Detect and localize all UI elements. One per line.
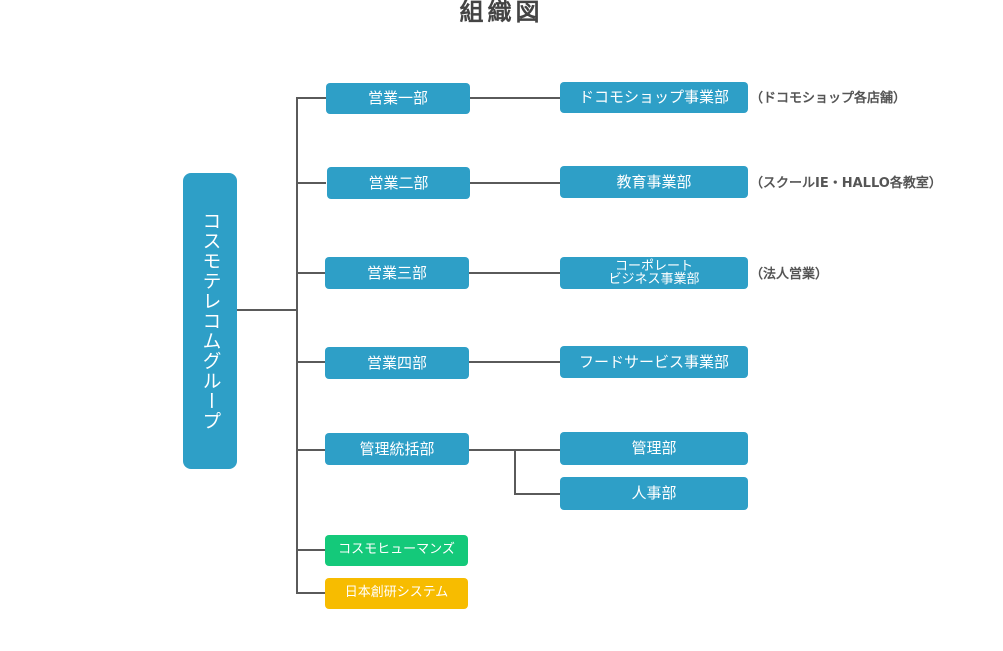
division-node-food-service: フードサービス事業部 (560, 346, 748, 378)
dept3-to-division (469, 272, 560, 274)
dept4-to-division (469, 361, 560, 363)
branch-dept-6 (296, 549, 326, 551)
dept-label-sales-3: 営業三部 (366, 263, 427, 282)
dept1-to-division (469, 97, 560, 99)
branch-dept-7 (296, 592, 326, 594)
division-label-admin: 管理部 (631, 439, 677, 458)
division-note-education: （スクールIE・HALLO各教室） (750, 176, 942, 191)
dept-label-nihon-soken: 日本創研システム (344, 585, 449, 601)
division-label-docomo-shop: ドコモショップ事業部 (578, 88, 729, 107)
dept-node-admin-control: 管理統括部 (325, 433, 469, 465)
dept-node-nihon-soken: 日本創研システム (325, 578, 468, 609)
division-note-corporate-business: （法人営業） (750, 267, 829, 282)
page-title: 組織図 (459, 0, 544, 26)
branch-dept-1 (296, 97, 326, 99)
dept5-to-hr (514, 493, 560, 495)
division-label-food-service: フードサービス事業部 (578, 352, 729, 371)
dept-node-sales-2: 営業二部 (327, 167, 470, 199)
division-node-education: 教育事業部 (560, 166, 748, 198)
dept-label-admin-control: 管理統括部 (359, 439, 435, 458)
division-label-education: 教育事業部 (616, 172, 692, 191)
division-note-docomo-shop: （ドコモショップ各店舗） (750, 91, 907, 106)
division-label-corporate-business-line-1: コーポレート (614, 259, 693, 274)
dept-label-cosmo-humans: コスモヒューマンズ (338, 542, 455, 558)
main-trunk (296, 97, 298, 594)
division-label-corporate-business: コーポレート ビジネス事業部 (608, 260, 699, 286)
root-node: コスモテレコムグループ (183, 173, 237, 469)
dept5-to-admin (514, 449, 560, 451)
dept-node-sales-4: 営業四部 (325, 347, 469, 379)
dept2-to-division (469, 182, 560, 184)
dept-node-sales-3: 営業三部 (325, 257, 469, 289)
dept-label-sales-2: 営業二部 (368, 173, 429, 192)
branch-dept-4 (296, 361, 326, 363)
branch-dept-5 (296, 449, 326, 451)
dept-label-sales-1: 営業一部 (367, 89, 428, 108)
division-label-hr: 人事部 (631, 484, 677, 503)
division-label-corporate-business-line-2: ビジネス事業部 (608, 272, 700, 287)
dept-node-cosmo-humans: コスモヒューマンズ (325, 535, 468, 566)
branch-dept-3 (296, 272, 326, 274)
branch-dept-2 (296, 182, 326, 184)
division-node-docomo-shop: ドコモショップ事業部 (560, 82, 748, 113)
division-node-corporate-business: コーポレート ビジネス事業部 (560, 257, 748, 289)
root-connector (237, 309, 298, 311)
division-node-admin: 管理部 (560, 432, 748, 465)
division-node-hr: 人事部 (560, 477, 748, 510)
dept-label-sales-4: 営業四部 (366, 353, 427, 372)
dept5-connector (469, 449, 516, 451)
dept-node-sales-1: 営業一部 (326, 83, 470, 114)
dept5-split-vertical (514, 449, 516, 495)
root-label: コスモテレコムグループ (199, 211, 222, 431)
